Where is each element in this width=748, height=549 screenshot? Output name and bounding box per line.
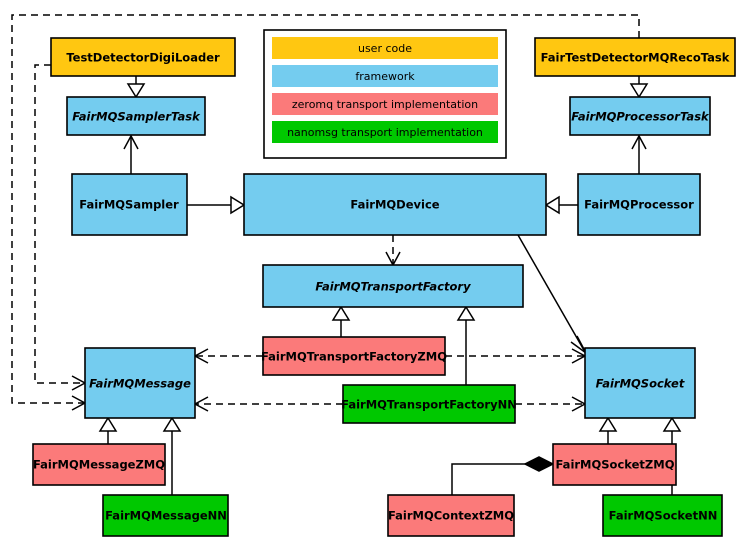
class-box-fairmqprocessortask[interactable] — [569, 96, 711, 136]
class-box-fairmqcontextzmq[interactable] — [387, 494, 515, 537]
legend-swatch-nanomsg — [272, 121, 498, 143]
class-node-fairmqtransportfactory[interactable]: FairMQTransportFactory — [262, 264, 524, 308]
legend-item-framework: framework — [272, 65, 498, 87]
legend-swatch-zeromq — [272, 93, 498, 115]
edge-processor-device — [544, 195, 578, 215]
class-node-fairmqtransportfactorynn[interactable]: FairMQTransportFactoryNN — [341, 384, 517, 424]
legend-item-zeromq: zeromq transport implementation — [272, 93, 498, 115]
class-box-fairtestdetectormqrecotask[interactable] — [534, 37, 736, 77]
edge-layer — [11, 14, 682, 495]
class-box-fairmqdevice[interactable] — [243, 173, 547, 236]
edge-tfzmq-transportfactory — [331, 305, 351, 337]
class-box-fairmqmessagenn[interactable] — [102, 494, 229, 537]
class-box-fairmqsocket[interactable] — [584, 347, 696, 419]
class-node-fairmqtransportfactoryzmq[interactable]: FairMQTransportFactoryZMQ — [261, 336, 447, 376]
edge-tfnn-message — [193, 396, 343, 412]
legend-swatch-user-code — [272, 37, 498, 59]
legend-item-nanomsg: nanomsg transport implementation — [272, 121, 498, 143]
class-box-fairmqsocketnn[interactable] — [602, 494, 723, 537]
edge-tfzmq-message — [193, 348, 263, 364]
class-box-fairmqtransportfactoryzmq[interactable] — [262, 336, 446, 376]
edge-processor-processortask — [631, 134, 647, 174]
edge-contextzmq-socketzmq — [451, 456, 555, 495]
edge-tfnn-socket — [515, 396, 587, 412]
class-box-fairmqtransportfactorynn[interactable] — [342, 384, 516, 424]
edge-recotask-processortask — [629, 76, 649, 99]
class-box-fairmqmessagezmq[interactable] — [32, 443, 166, 486]
edge-device-socket — [517, 234, 587, 354]
class-node-fairmqcontextzmq[interactable]: FairMQContextZMQ — [387, 494, 515, 537]
edge-tfnn-transportfactory — [456, 305, 476, 385]
class-box-fairmqtransportfactory[interactable] — [262, 264, 524, 308]
edge-socketzmq-socket — [598, 416, 618, 444]
edge-sampler-samplertask — [123, 134, 139, 174]
class-node-fairmqsocket[interactable]: FairMQSocket — [584, 347, 696, 419]
class-box-fairmqsampler[interactable] — [71, 173, 188, 236]
edge-messagezmq-message — [98, 416, 118, 444]
class-node-fairmqmessagezmq[interactable]: FairMQMessageZMQ — [32, 443, 166, 486]
edge-sampler-device — [187, 195, 246, 215]
class-box-fairmqsamplertask[interactable] — [66, 96, 206, 136]
class-node-fairmqsocketnn[interactable]: FairMQSocketNN — [602, 494, 723, 537]
class-node-fairmqdevice[interactable]: FairMQDevice — [243, 173, 547, 236]
class-box-fairmqsocketzmq[interactable] — [552, 443, 677, 486]
class-box-fairmqprocessor[interactable] — [577, 173, 701, 236]
class-box-testdetectordigiloader[interactable] — [50, 37, 236, 77]
legend-swatch-framework — [272, 65, 498, 87]
class-node-fairmqsocketzmq[interactable]: FairMQSocketZMQ — [552, 443, 677, 486]
class-node-fairmqprocessor[interactable]: FairMQProcessor — [577, 173, 701, 236]
class-node-fairmqmessage[interactable]: FairMQMessage — [84, 347, 196, 419]
class-box-fairmqmessage[interactable] — [84, 347, 196, 419]
class-node-fairmqmessagenn[interactable]: FairMQMessageNN — [102, 494, 229, 537]
edge-device-transportfactory — [385, 235, 401, 267]
class-node-fairtestdetectormqrecotask[interactable]: FairTestDetectorMQRecoTask — [534, 37, 736, 77]
legend: user code framework zeromq transport imp… — [263, 29, 507, 159]
class-node-fairmqsamplertask[interactable]: FairMQSamplerTask — [66, 96, 206, 136]
edge-messagenn-message — [162, 416, 182, 495]
class-node-fairmqsampler[interactable]: FairMQSampler — [71, 173, 188, 236]
class-node-testdetectordigiloader[interactable]: TestDetectorDigiLoader — [50, 37, 236, 77]
legend-item-user-code: user code — [272, 37, 498, 59]
edge-digiloader-samplertask — [126, 76, 146, 99]
class-node-fairmqprocessortask[interactable]: FairMQProcessorTask — [569, 96, 711, 136]
